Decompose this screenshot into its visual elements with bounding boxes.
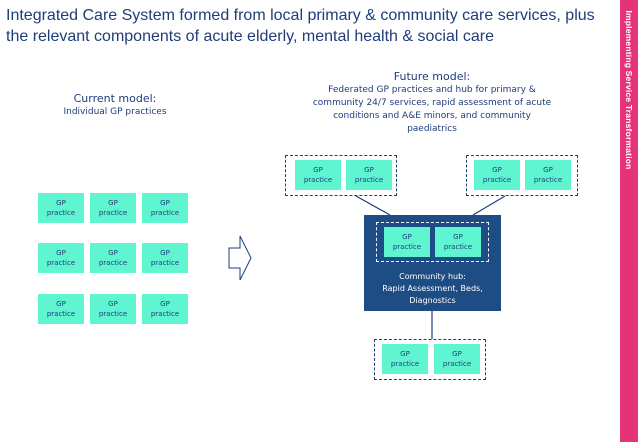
federation-group-bottom	[374, 339, 486, 380]
current-model-title: Current model:	[73, 92, 157, 105]
connector-top-right	[472, 195, 506, 216]
future-model-title: Future model:	[393, 70, 471, 83]
side-banner	[620, 0, 638, 442]
hub-federation-group	[376, 222, 489, 262]
transition-arrow-icon	[228, 235, 252, 281]
future-model-heading: Future model: Federated GP practices and…	[312, 70, 552, 136]
federation-group-top-left	[285, 155, 397, 196]
connector-top-left	[355, 195, 391, 216]
page-title: Integrated Care System formed from local…	[6, 7, 595, 45]
current-model-subtitle: Individual GP practices	[63, 107, 167, 117]
community-hub-label: Community hub: Rapid Assessment, Beds, D…	[382, 272, 483, 305]
federation-group-top-right	[466, 155, 578, 196]
current-model-heading: Current model: Individual GP practices	[55, 92, 175, 119]
future-model-subtitle: Federated GP practices and hub for prima…	[312, 85, 552, 134]
